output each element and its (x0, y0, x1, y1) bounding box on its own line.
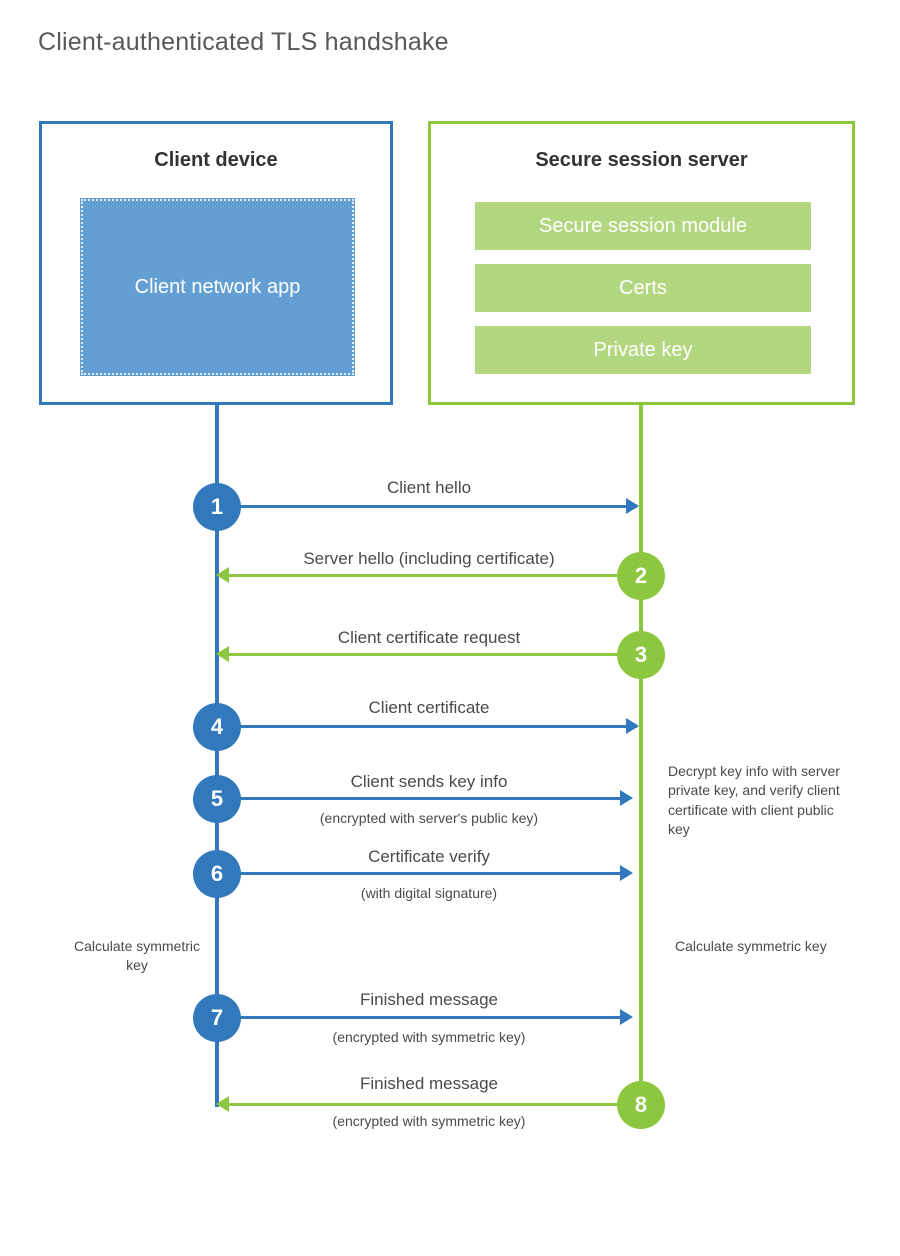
step-6-line (217, 872, 629, 875)
step-1-line (217, 505, 637, 508)
step-3-label: Client certificate request (337, 628, 521, 647)
step-6-sublabel: (with digital signature) (360, 885, 498, 901)
step-5-arrowhead-icon (620, 790, 633, 806)
step-8-sublabel: (encrypted with symmetric key) (332, 1113, 526, 1129)
step-4-circle[interactable]: 4 (193, 703, 241, 751)
step-7-label: Finished message (360, 990, 498, 1009)
step-3-arrowhead-icon (216, 646, 229, 662)
client-calculate-symmetric-key-note: Calculate symmetric key (73, 938, 201, 974)
secure-session-server-title: Secure session server (535, 149, 748, 171)
step-7-circle[interactable]: 7 (193, 994, 241, 1042)
step-1-label: Client hello (386, 478, 472, 497)
step-7-sublabel: (encrypted with symmetric key) (332, 1029, 526, 1045)
server-bar-certs: Certs (475, 264, 811, 312)
step-8-label: Finished message (360, 1074, 498, 1093)
step-2-circle[interactable]: 2 (617, 552, 665, 600)
step-4-label: Client certificate (368, 698, 490, 717)
step-1-circle[interactable]: 1 (193, 483, 241, 531)
client-device-title: Client device (154, 149, 278, 171)
step-4-line (217, 725, 637, 728)
step-5-sublabel: (encrypted with server's public key) (319, 810, 539, 826)
server-bar-secure-session-module: Secure session module (475, 202, 811, 250)
server-decrypt-note: Decrypt key info with server private key… (668, 763, 840, 837)
step-6-arrowhead-icon (620, 865, 633, 881)
step-2-label: Server hello (including certificate) (303, 549, 555, 568)
step-2-line (228, 574, 640, 577)
step-8-line (228, 1103, 640, 1106)
server-bar-private-key: Private key (475, 326, 811, 374)
step-6-circle[interactable]: 6 (193, 850, 241, 898)
server-lifeline (639, 403, 643, 1107)
step-3-line (228, 653, 640, 656)
secure-session-server-box: Secure session server Secure session mod… (428, 121, 855, 405)
step-7-line (217, 1016, 629, 1019)
server-calculate-symmetric-key-note: Calculate symmetric key (675, 938, 827, 954)
step-5-circle[interactable]: 5 (193, 775, 241, 823)
client-device-box: Client device Client network app (39, 121, 393, 405)
step-4-arrowhead-icon (626, 718, 639, 734)
step-1-arrowhead-icon (626, 498, 639, 514)
step-7-arrowhead-icon (620, 1009, 633, 1025)
step-8-circle[interactable]: 8 (617, 1081, 665, 1129)
step-8-arrowhead-icon (216, 1096, 229, 1112)
step-3-circle[interactable]: 3 (617, 631, 665, 679)
step-2-arrowhead-icon (216, 567, 229, 583)
step-6-label: Certificate verify (368, 847, 490, 866)
step-5-label: Client sends key info (350, 772, 508, 791)
page-title: Client-authenticated TLS handshake (38, 28, 449, 56)
client-lifeline (215, 403, 219, 1107)
client-network-app-rect: Client network app (80, 198, 355, 376)
step-5-line (217, 797, 629, 800)
